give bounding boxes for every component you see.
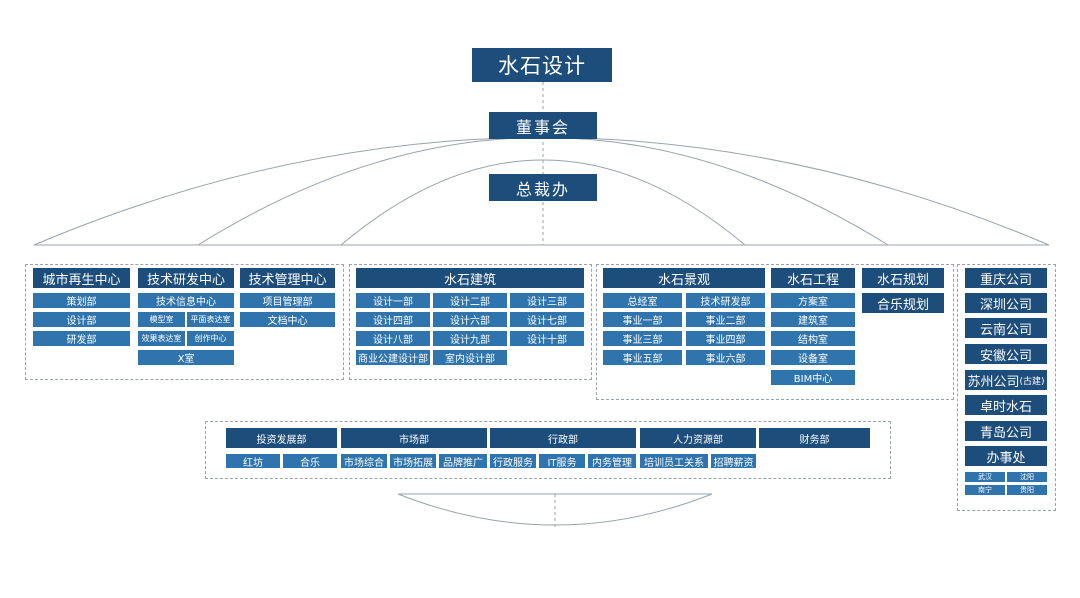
architecture-group xyxy=(349,264,592,380)
company-box: 深圳公司 xyxy=(965,293,1047,313)
company-box: 苏州公司(古建) xyxy=(965,370,1047,390)
company-title: 水石设计 xyxy=(472,48,612,82)
suzhou-company-label: 苏州公司 xyxy=(967,374,1020,390)
office-city: 武汉 xyxy=(965,472,1005,482)
function-item: 市场拓展 xyxy=(390,454,436,469)
engineering-dept: 方案室 xyxy=(771,293,855,308)
architecture-dept: 设计二部 xyxy=(433,293,507,308)
office-city: 贵阳 xyxy=(1007,485,1047,495)
engineering-dept: 建筑室 xyxy=(771,312,855,327)
architecture-dept: 设计四部 xyxy=(356,312,430,327)
function-item: 市场综合 xyxy=(341,454,387,469)
centers-group xyxy=(25,264,344,380)
function-item: 红坊 xyxy=(226,454,280,469)
landscape-dept: 事业二部 xyxy=(686,312,765,327)
landscape-dept: 技术研发部 xyxy=(686,293,765,308)
board-box: 董事会 xyxy=(489,112,597,139)
engineering-dept: BIM中心 xyxy=(771,370,855,385)
landscape-dept: 事业一部 xyxy=(603,312,682,327)
office-city: 南宁 xyxy=(965,485,1005,495)
office-city: 沈阳 xyxy=(1007,472,1047,482)
tech-rd-item: 效果表达室 xyxy=(138,331,185,346)
architecture-header: 水石建筑 xyxy=(356,268,584,288)
urban-item: 设计部 xyxy=(33,312,130,327)
companies-group xyxy=(957,264,1056,511)
urban-item: 策划部 xyxy=(33,293,130,308)
functions-group xyxy=(205,421,891,479)
function-header: 财务部 xyxy=(759,428,870,448)
urban-center-header: 城市再生中心 xyxy=(33,268,130,288)
landscape-dept: 事业四部 xyxy=(686,331,765,346)
architecture-dept: 设计六部 xyxy=(433,312,507,327)
function-item: 品牌推广 xyxy=(439,454,487,469)
office-box: 办事处 xyxy=(965,446,1047,466)
function-header: 市场部 xyxy=(341,428,487,448)
architecture-dept: 设计九部 xyxy=(433,331,507,346)
function-item: IT服务 xyxy=(539,454,585,469)
architecture-dept: 设计一部 xyxy=(356,293,430,308)
landscape-dept: 事业六部 xyxy=(686,350,765,365)
function-item: 培训员工关系 xyxy=(640,454,708,469)
function-header: 投资发展部 xyxy=(226,428,337,448)
architecture-dept: 设计三部 xyxy=(510,293,584,308)
architecture-dept: 设计七部 xyxy=(510,312,584,327)
engineering-header: 水石工程 xyxy=(771,268,855,288)
architecture-dept: 室内设计部 xyxy=(433,350,507,365)
landscape-dept: 事业三部 xyxy=(603,331,682,346)
x-room: X室 xyxy=(138,350,234,365)
engineering-dept: 设备室 xyxy=(771,350,855,365)
function-item: 内务管理 xyxy=(588,454,636,469)
function-item: 合乐 xyxy=(283,454,337,469)
planning-sub: 合乐规划 xyxy=(862,293,944,313)
tech-mgmt-item: 项目管理部 xyxy=(240,293,335,308)
company-box: 云南公司 xyxy=(965,318,1047,338)
function-item: 招聘薪资 xyxy=(711,454,756,469)
landscape-header: 水石景观 xyxy=(603,268,765,288)
tech-info-center: 技术信息中心 xyxy=(138,293,234,308)
architecture-dept: 商业公建设计部 xyxy=(356,350,430,365)
landscape-dept: 事业五部 xyxy=(603,350,682,365)
bottom-bowl xyxy=(397,493,713,526)
company-box: 安徽公司 xyxy=(965,344,1047,364)
engineering-dept: 结构室 xyxy=(771,331,855,346)
function-item: 行政服务 xyxy=(490,454,536,469)
architecture-dept: 设计十部 xyxy=(510,331,584,346)
function-header: 人力资源部 xyxy=(640,428,756,448)
company-box: 青岛公司 xyxy=(965,421,1047,441)
tech-mgmt-center-header: 技术管理中心 xyxy=(240,268,335,288)
landscape-group xyxy=(596,264,954,400)
planning-header: 水石规划 xyxy=(862,268,944,288)
company-box: 卓时水石 xyxy=(965,395,1047,415)
tech-rd-item: 模型室 xyxy=(138,312,185,327)
architecture-dept: 设计八部 xyxy=(356,331,430,346)
tech-rd-center-header: 技术研发中心 xyxy=(138,268,234,288)
suzhou-company-suffix: (古建) xyxy=(1019,376,1045,387)
tech-rd-item: 创作中心 xyxy=(187,331,234,346)
landscape-dept: 总经室 xyxy=(603,293,682,308)
tech-mgmt-item: 文档中心 xyxy=(240,312,335,327)
tech-rd-item: 平面表达室 xyxy=(187,312,234,327)
urban-item: 研发部 xyxy=(33,331,130,346)
exec-office-box: 总裁办 xyxy=(489,174,597,201)
function-header: 行政部 xyxy=(490,428,636,448)
company-box: 重庆公司 xyxy=(965,268,1047,288)
